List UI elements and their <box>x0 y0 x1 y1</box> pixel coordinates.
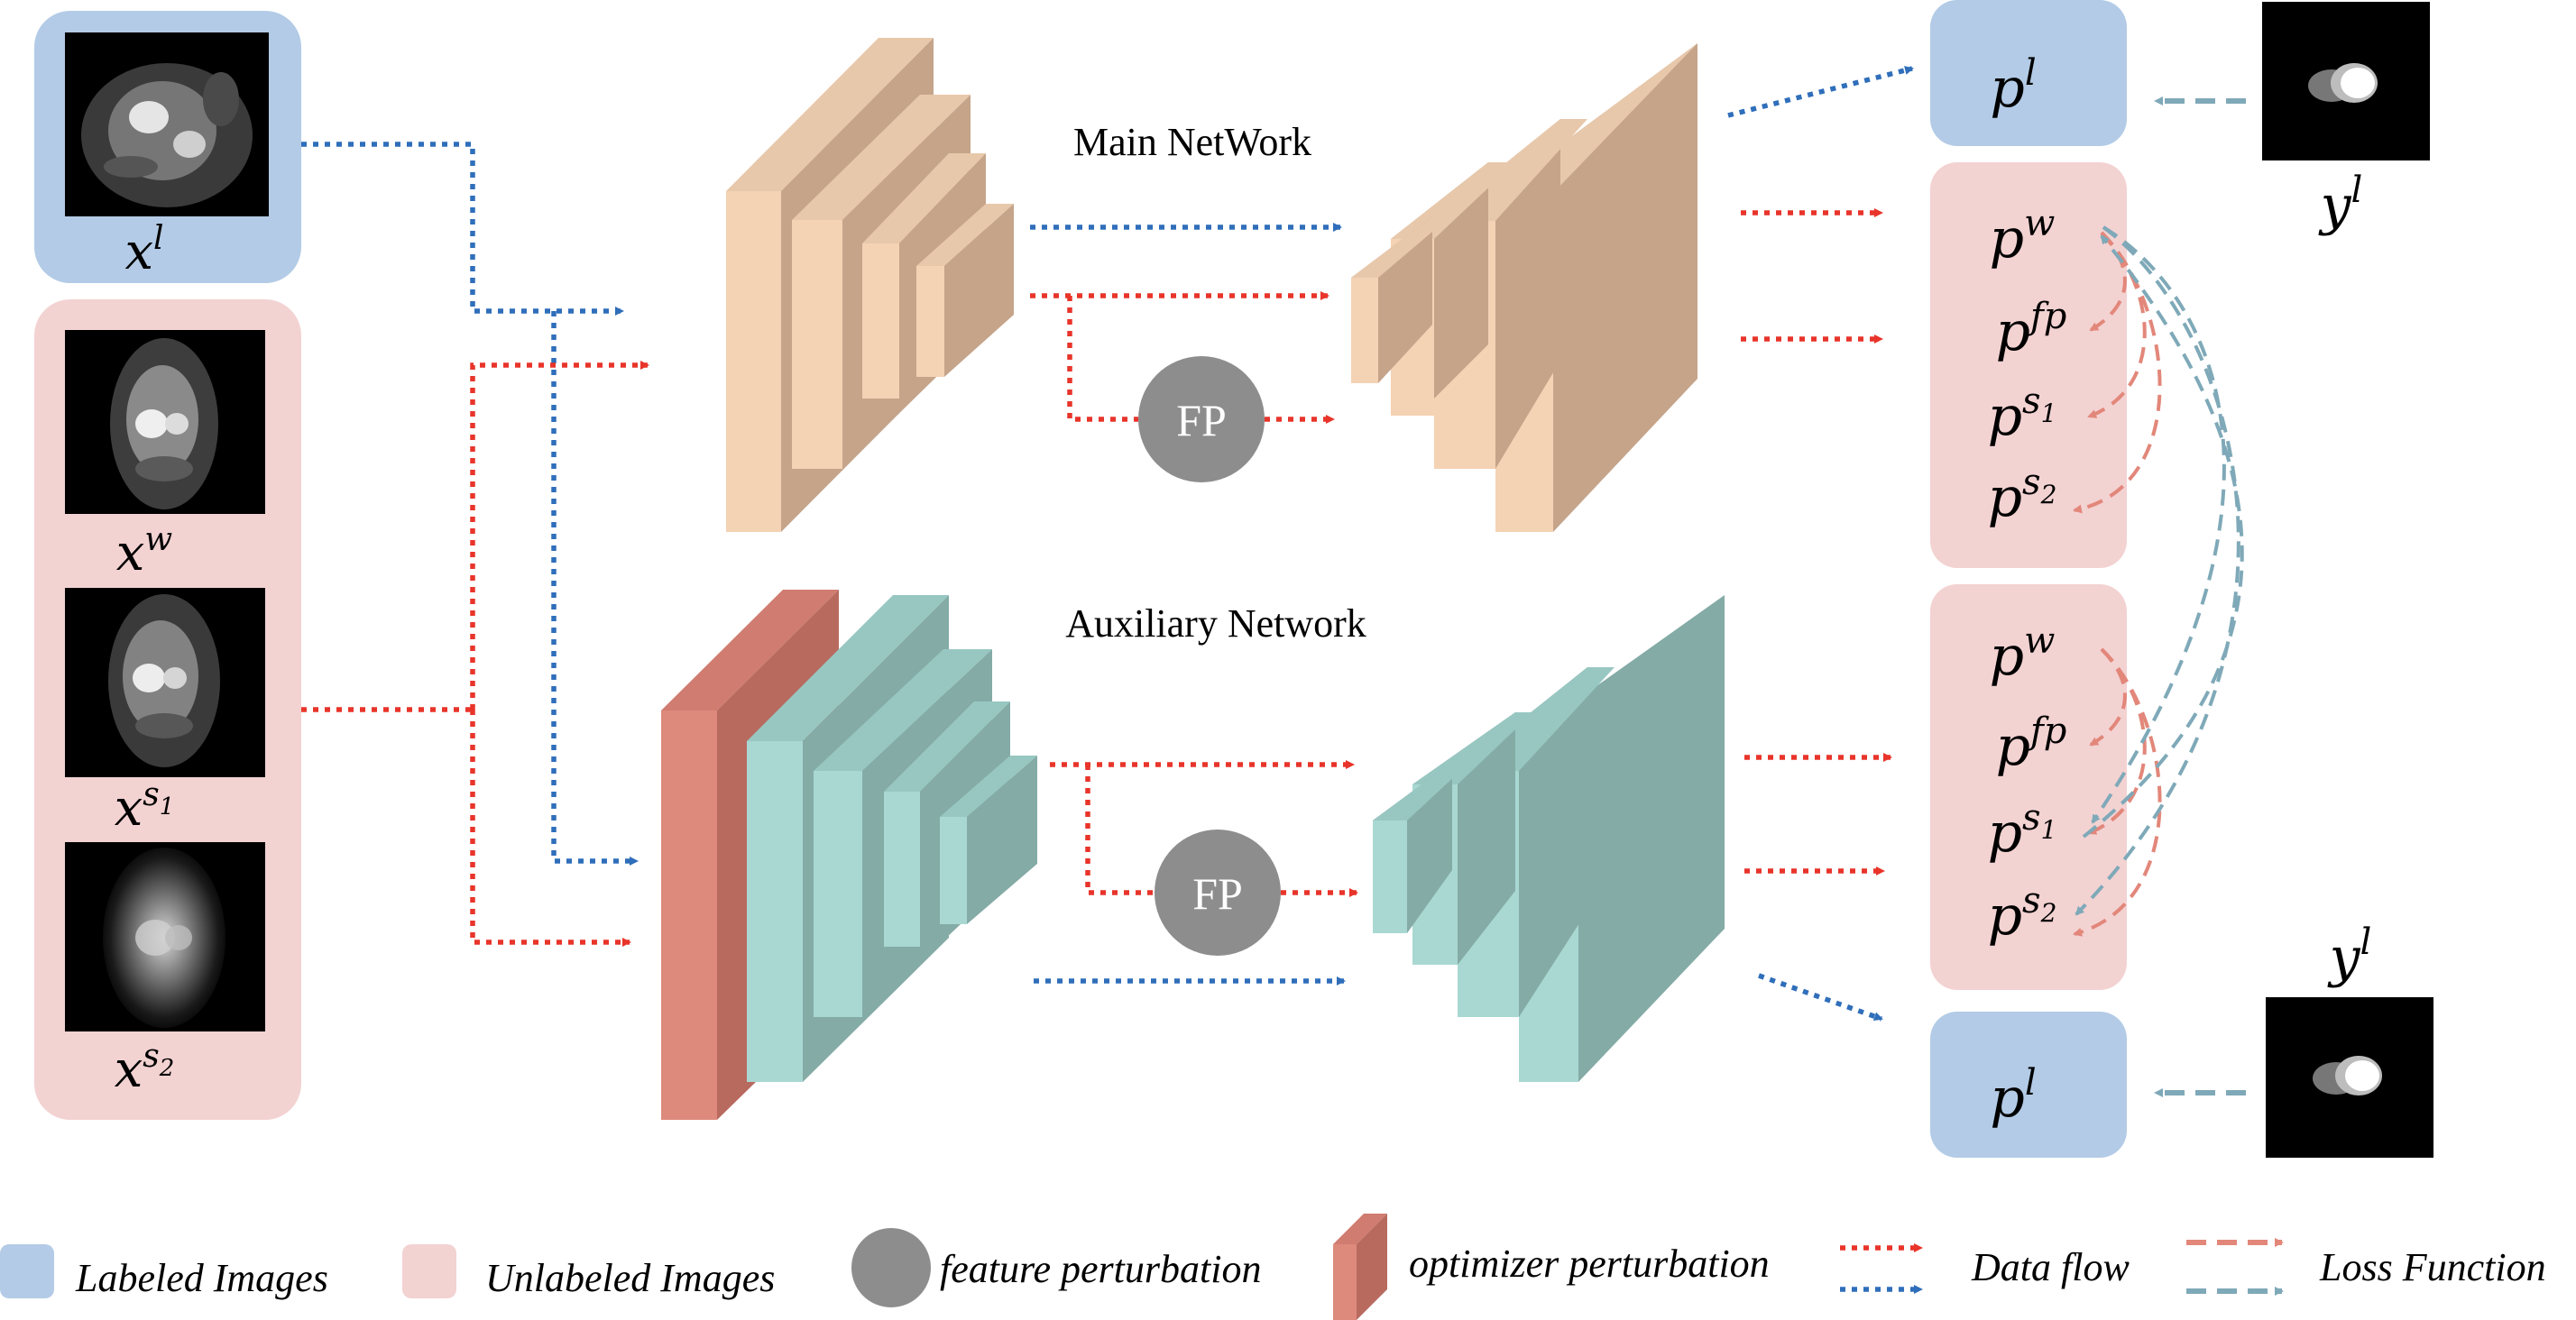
mri-strong1-image <box>65 588 265 777</box>
legend-labeled-images: Labeled Images <box>0 1244 328 1300</box>
main-middle-flow <box>1030 223 1342 424</box>
svg-text:feature perturbation: feature perturbation <box>940 1247 1261 1291</box>
aux-middle-flow <box>1034 760 1358 985</box>
label-p-s2-main: ps2 <box>1988 462 2057 529</box>
label-p-s1-aux: ps1 <box>1988 797 2057 865</box>
mri-weak-image <box>65 330 265 514</box>
svg-text:FP: FP <box>1176 395 1227 445</box>
main-network-title: Main NetWork <box>1073 120 1311 164</box>
label-p-l-aux: pl <box>1990 1062 2036 1130</box>
ground-truth-mask-bottom <box>2266 997 2433 1158</box>
supervised-loss-arrows <box>2154 96 2246 1097</box>
mri-strong2-image <box>65 842 265 1031</box>
label-x-l: xl <box>124 220 163 281</box>
label-p-fp-main: pfp <box>1996 296 2067 363</box>
label-p-fp-aux: pfp <box>1996 710 2067 778</box>
auxiliary-network-encoder <box>661 590 1037 1120</box>
unlabeled-input-panel <box>34 299 301 1120</box>
main-labeled-output-panel: pl <box>1930 0 2127 146</box>
label-p-w-aux: pw <box>1990 620 2056 688</box>
legend-optimizer-perturbation: optimizer perturbation <box>1333 1214 1770 1320</box>
label-p-s1-main: ps1 <box>1988 380 2057 448</box>
main-decoder-block-1 <box>1351 216 1450 383</box>
label-x-s2: xs2 <box>115 1038 175 1099</box>
label-y-l-top: yl <box>2318 170 2363 237</box>
input-data-flow <box>301 142 649 947</box>
legend-unlabeled-images: Unlabeled Images <box>402 1244 775 1300</box>
svg-text:Loss Function: Loss Function <box>2319 1245 2546 1289</box>
aux-encoder-block-4 <box>940 756 1037 924</box>
main-encoder-block-4 <box>916 204 1014 377</box>
svg-text:Data flow: Data flow <box>1971 1245 2130 1289</box>
ground-truth-mask-top <box>2262 2 2430 160</box>
aux-unlabeled-output-panel <box>1930 584 2127 990</box>
auxiliary-network-title: Auxiliary Network <box>1065 601 1366 646</box>
mri-labeled-image <box>65 32 269 216</box>
legend: Labeled Images Unlabeled Images feature … <box>0 1214 2546 1320</box>
label-p-l-main: pl <box>1990 52 2036 120</box>
label-x-w: xw <box>116 521 173 582</box>
legend-data-flow: Data flow <box>1840 1243 2130 1294</box>
label-p-s2-aux: ps2 <box>1988 880 2057 948</box>
svg-text:FP: FP <box>1192 868 1243 919</box>
main-network-decoder <box>1351 43 1697 532</box>
label-x-s1: xs1 <box>115 776 175 838</box>
label-p-w-main: pw <box>1990 203 2056 270</box>
aux-feature-perturbation: FP <box>1155 830 1281 956</box>
main-consistency-loss-arrows <box>2073 231 2162 514</box>
legend-feature-perturbation: feature perturbation <box>851 1228 1261 1307</box>
svg-text:Labeled Images: Labeled Images <box>75 1256 328 1300</box>
aux-consistency-loss-arrows <box>2073 647 2162 937</box>
svg-text:Unlabeled Images: Unlabeled Images <box>485 1256 775 1300</box>
main-network-encoder <box>726 38 1014 532</box>
output-data-flow <box>1727 66 1914 1022</box>
labeled-input-panel <box>34 11 301 283</box>
main-unlabeled-output-panel <box>1930 162 2127 568</box>
label-y-l-bottom: yl <box>2327 921 2372 989</box>
main-feature-perturbation: FP <box>1138 356 1265 482</box>
aux-decoder-block-1 <box>1373 762 1470 933</box>
legend-loss-function: Loss Function <box>2186 1238 2546 1296</box>
auxiliary-network-decoder <box>1373 595 1725 1082</box>
cross-network-loss-arrows <box>2075 225 2244 916</box>
svg-text:optimizer perturbation: optimizer perturbation <box>1409 1242 1770 1286</box>
aux-labeled-output-panel: pl <box>1930 1012 2127 1158</box>
